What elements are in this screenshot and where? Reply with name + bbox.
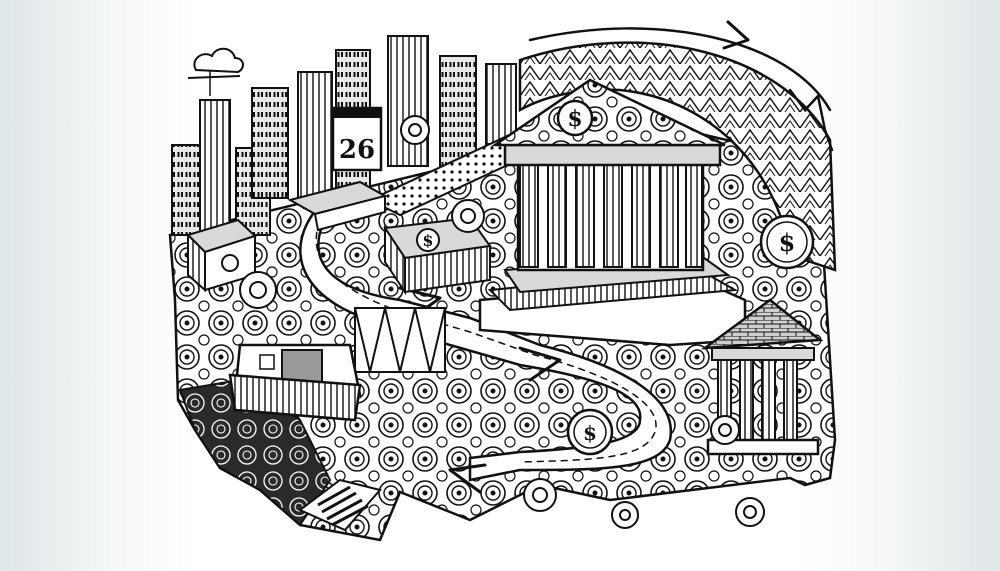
lower-dollar-coin: $ (566, 408, 614, 456)
safe-box (186, 218, 257, 293)
calendar-number: 26 (339, 135, 375, 165)
dollar-coin: $ (759, 214, 815, 270)
barcode-strip (298, 478, 382, 532)
calendar-sign: 26 (331, 106, 383, 172)
swirl-coins (239, 115, 765, 529)
main-bank-building: $ (478, 78, 747, 347)
road-arrow-icon-2 (518, 346, 562, 382)
cash-register (228, 343, 362, 422)
arc-arrow-icon (722, 20, 750, 50)
lower-coin-dollar-icon: $ (583, 421, 597, 445)
laptop (287, 180, 388, 232)
coin-dollar-icon: $ (779, 228, 796, 257)
small-bank-building (700, 298, 824, 456)
cloud-icon (187, 47, 244, 96)
bank-dollar-icon: $ (567, 106, 582, 132)
road-arrow-icon-3 (448, 463, 487, 494)
cash-dollar-icon: $ (422, 231, 433, 250)
